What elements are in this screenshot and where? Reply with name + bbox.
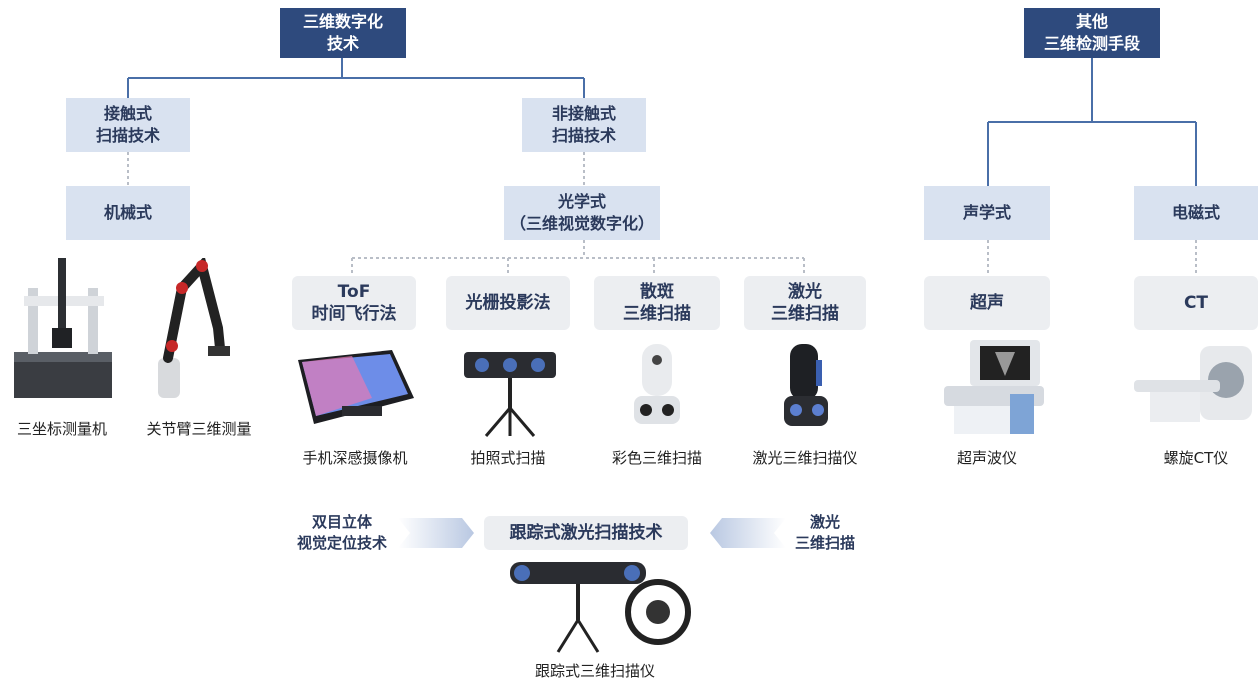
photo-scanner-image bbox=[464, 352, 556, 437]
node-grating-projection: 光栅投影法 bbox=[446, 276, 570, 330]
node-noncontact-scanning: 非接触式 扫描技术 bbox=[522, 98, 646, 152]
node-electromagnetic: 电磁式 bbox=[1134, 186, 1258, 240]
caption-cmm: 三坐标测量机 bbox=[16, 420, 107, 438]
label-laser-3d-scan: 激光 三维扫描 bbox=[794, 513, 855, 552]
arrow-left-chevron bbox=[710, 518, 786, 548]
node-ct: CT bbox=[1134, 276, 1258, 330]
articulated-arm-image bbox=[158, 258, 230, 398]
cmm-machine-image bbox=[14, 258, 112, 398]
caption-articulated-arm: 关节臂三维测量 bbox=[146, 420, 252, 438]
caption-color-scanning: 彩色三维扫描 bbox=[611, 449, 702, 467]
node-tracking-laser-scanning: 跟踪式激光扫描技术 bbox=[484, 516, 688, 550]
ultrasound-device-image bbox=[944, 340, 1044, 434]
caption-tracker-device: 跟踪式三维扫描仪 bbox=[534, 662, 655, 680]
laser-scanner-image bbox=[784, 344, 828, 426]
label-binocular-vision: 双目立体 视觉定位技术 bbox=[296, 513, 387, 552]
node-3d-digital-tech: 三维数字化 技术 bbox=[280, 8, 406, 58]
node-ultrasound: 超声 bbox=[924, 276, 1050, 330]
caption-phone-depth-camera: 手机深感摄像机 bbox=[302, 449, 408, 467]
node-speckle: 散斑 三维扫描 bbox=[594, 276, 720, 330]
ct-device-image bbox=[1134, 346, 1252, 422]
tracker-scanner-image bbox=[510, 562, 691, 653]
node-mechanical: 机械式 bbox=[66, 186, 190, 240]
node-contact-scanning: 接触式 扫描技术 bbox=[66, 98, 190, 152]
caption-laser-scanner: 激光三维扫描仪 bbox=[752, 449, 858, 467]
arrow-right-chevron bbox=[398, 518, 474, 548]
caption-ct-device: 螺旋CT仪 bbox=[1163, 449, 1229, 467]
node-other-3d-inspection: 其他 三维检测手段 bbox=[1024, 8, 1160, 58]
caption-photo-scanning: 拍照式扫描 bbox=[470, 449, 546, 467]
node-tof: ToF 时间飞行法 bbox=[292, 276, 416, 330]
caption-ultrasound-device: 超声波仪 bbox=[956, 449, 1017, 467]
node-laser: 激光 三维扫描 bbox=[744, 276, 866, 330]
node-optical: 光学式 （三维视觉数字化） bbox=[504, 186, 660, 240]
color-scanner-image bbox=[634, 344, 680, 424]
phone-depth-camera-image bbox=[298, 350, 414, 424]
node-acoustic: 声学式 bbox=[924, 186, 1050, 240]
